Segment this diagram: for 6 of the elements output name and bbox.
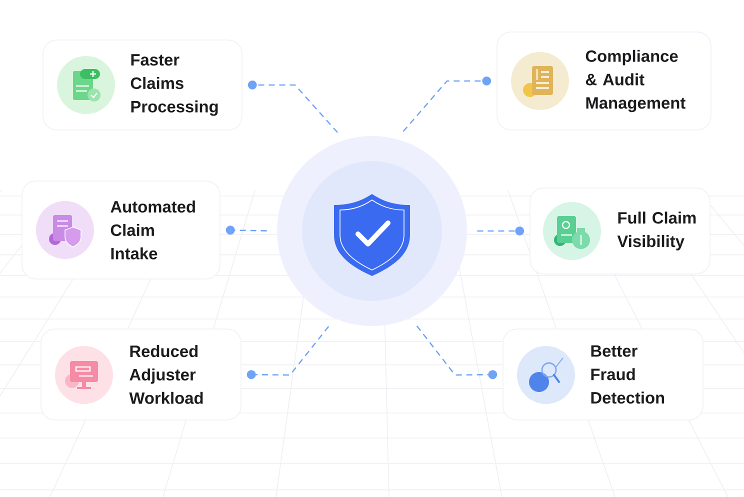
- connector: [226, 226, 267, 235]
- connector: [248, 80, 338, 133]
- connector: [416, 325, 498, 380]
- connector: [477, 226, 524, 236]
- connector: [402, 76, 492, 132]
- connector: [246, 326, 330, 380]
